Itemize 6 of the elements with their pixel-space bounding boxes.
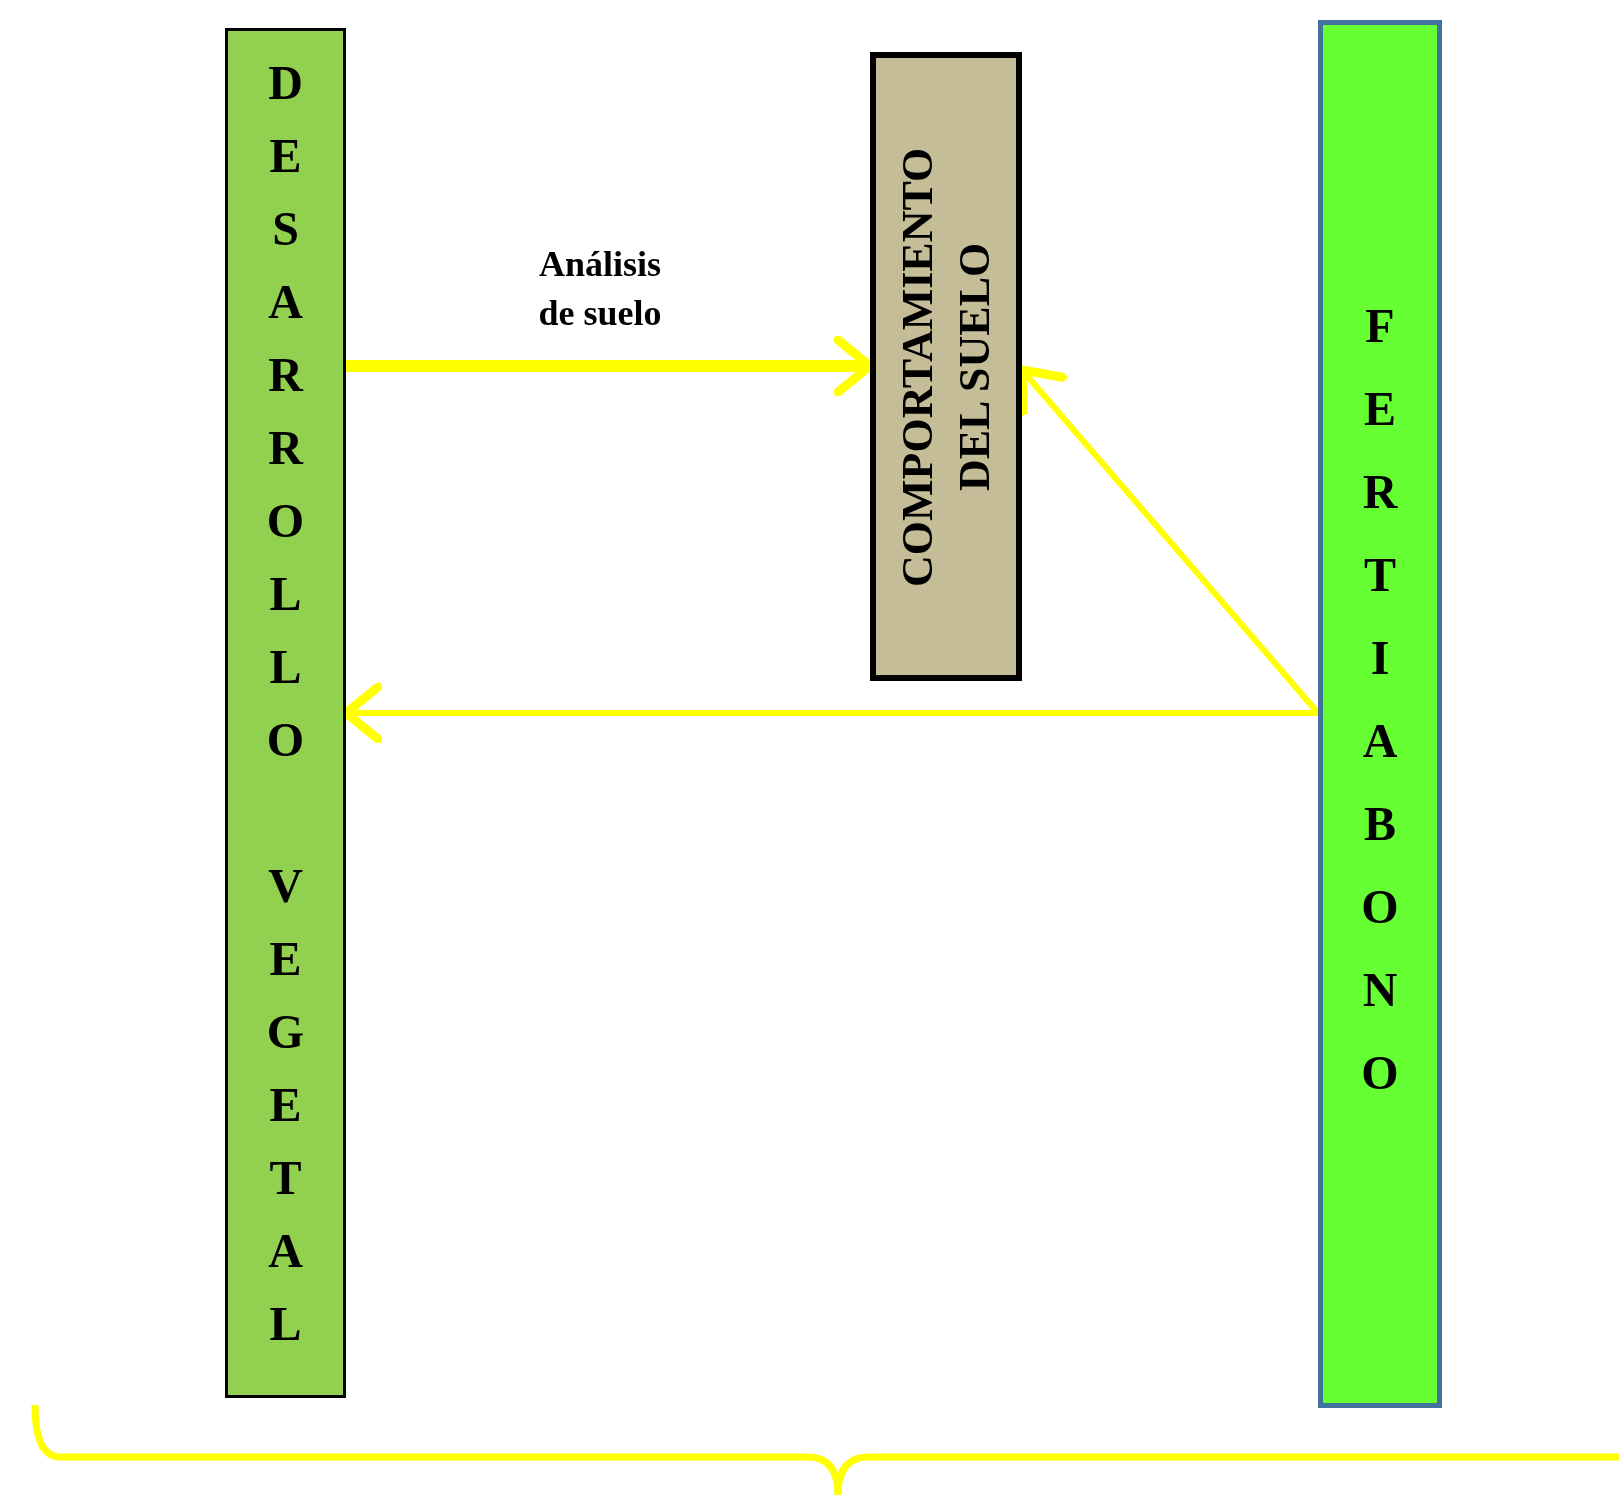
vertical-bar (1318, 20, 1442, 1408)
process-box (870, 52, 1022, 681)
vertical-bar (225, 28, 346, 1398)
node-label: COMPORTAMIENTO DEL SUELO (891, 145, 1000, 589)
node-label: DESARROLLO VEGETAL (258, 56, 313, 1370)
node-label: FERTIABONO (1352, 299, 1408, 1129)
